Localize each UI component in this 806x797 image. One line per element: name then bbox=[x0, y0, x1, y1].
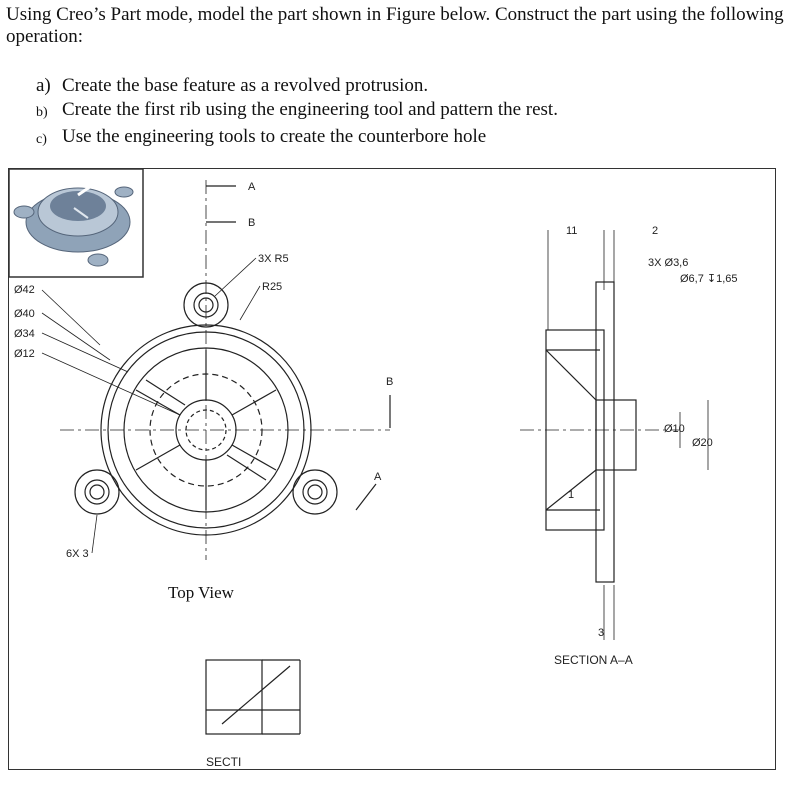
section-title: SECTION A–A bbox=[554, 653, 633, 667]
dim-hole-count: 3X Ø3,6 bbox=[648, 257, 688, 269]
item-label: a) bbox=[36, 75, 51, 96]
dim-d42: Ø42 bbox=[14, 284, 35, 296]
item-label: c) bbox=[36, 132, 47, 147]
list-item: c) Use the engineering tools to create t… bbox=[36, 125, 558, 152]
question-intro: Using Creo’s Part mode, model the part s… bbox=[6, 4, 784, 47]
top-view-labels: A B B A 3X R5 R25 Ø42 Ø40 Ø34 Ø12 6X 3 T… bbox=[14, 181, 393, 602]
top-view-label: Top View bbox=[168, 583, 235, 602]
dim-d34: Ø34 bbox=[14, 328, 35, 340]
cut-label-a2: A bbox=[374, 471, 382, 483]
dim-3: 3 bbox=[598, 627, 604, 639]
item-text: Use the engineering tools to create the … bbox=[62, 126, 487, 147]
dim-1: 1 bbox=[568, 489, 574, 501]
dim-3x-r5: 3X R5 bbox=[258, 253, 289, 265]
dim-counterbore: Ø6,7 ↧1,65 bbox=[680, 273, 738, 285]
section-a-a bbox=[520, 230, 709, 640]
item-label: b) bbox=[36, 105, 48, 120]
leader-lines bbox=[41, 257, 261, 554]
dim-d12: Ø12 bbox=[14, 348, 35, 360]
list-item: b) Create the first rib using the engine… bbox=[36, 98, 558, 125]
item-text: Create the base feature as a revolved pr… bbox=[62, 75, 429, 96]
dim-d10: Ø10 bbox=[664, 423, 685, 435]
part-3d-thumbnail bbox=[8, 168, 144, 278]
section-labels: 11 2 3X Ø3,6 Ø6,7 ↧1,65 Ø10 Ø20 1 3 SECT… bbox=[554, 225, 738, 667]
figure-frame bbox=[8, 168, 776, 770]
dim-d20: Ø20 bbox=[692, 437, 713, 449]
dim-11: 11 bbox=[566, 225, 577, 237]
partial-section-detail bbox=[205, 659, 301, 735]
dim-6x3: 6X 3 bbox=[66, 548, 89, 560]
operations-list: a) Create the base feature as a revolved… bbox=[36, 74, 558, 152]
cut-label-b: B bbox=[248, 217, 255, 229]
dim-r25: R25 bbox=[262, 281, 282, 293]
item-text: Create the first rib using the engineeri… bbox=[62, 99, 558, 120]
cut-label-b2: B bbox=[386, 376, 393, 388]
dim-d40: Ø40 bbox=[14, 308, 35, 320]
cut-label-a: A bbox=[248, 181, 256, 193]
list-item: a) Create the base feature as a revolved… bbox=[36, 74, 558, 98]
dim-2: 2 bbox=[652, 225, 658, 237]
partial-section-label: SECTI bbox=[206, 755, 241, 769]
top-view bbox=[60, 180, 391, 560]
